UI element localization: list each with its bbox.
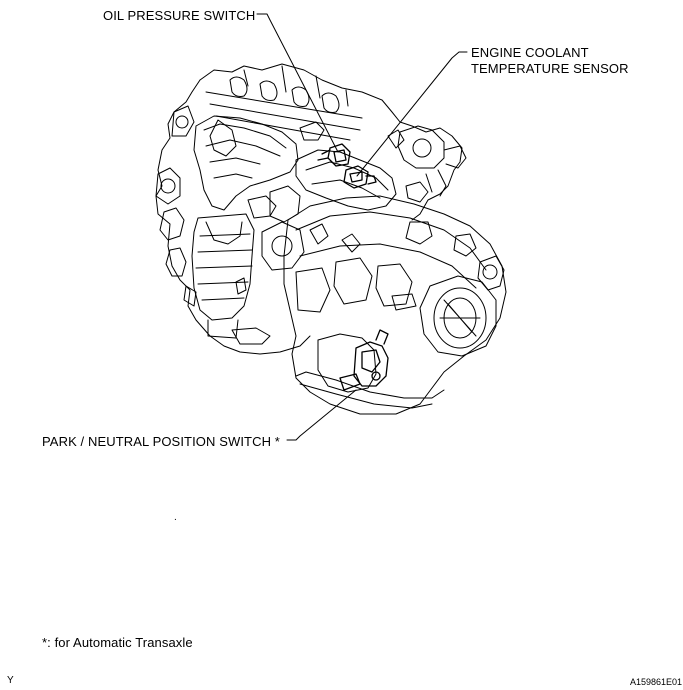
engine-coolant-sensor-label-line2: TEMPERATURE SENSOR bbox=[471, 61, 629, 76]
footnote: *: for Automatic Transaxle bbox=[42, 635, 193, 650]
oil-pressure-switch-label: OIL PRESSURE SWITCH bbox=[103, 8, 256, 23]
park-neutral-position-switch bbox=[339, 329, 389, 391]
stray-dot: . bbox=[174, 512, 177, 523]
park-neutral-leader bbox=[286, 389, 357, 441]
park-neutral-switch-label: PARK / NEUTRAL POSITION SWITCH * bbox=[42, 434, 280, 449]
engine-block bbox=[155, 63, 467, 355]
corner-mark: Y bbox=[7, 675, 14, 686]
misc-details bbox=[231, 121, 429, 345]
oil-pressure-switch bbox=[317, 143, 351, 167]
figure-code: A159861E01 bbox=[630, 677, 683, 687]
oil-pressure-leader bbox=[256, 13, 339, 153]
engine-coolant-sensor-label-line1: ENGINE COOLANT bbox=[471, 45, 589, 60]
coolant-temperature-sensor bbox=[343, 165, 377, 189]
transaxle-case bbox=[235, 195, 507, 415]
coolant-sensor-leader bbox=[356, 51, 468, 177]
leader-lines bbox=[256, 13, 468, 441]
